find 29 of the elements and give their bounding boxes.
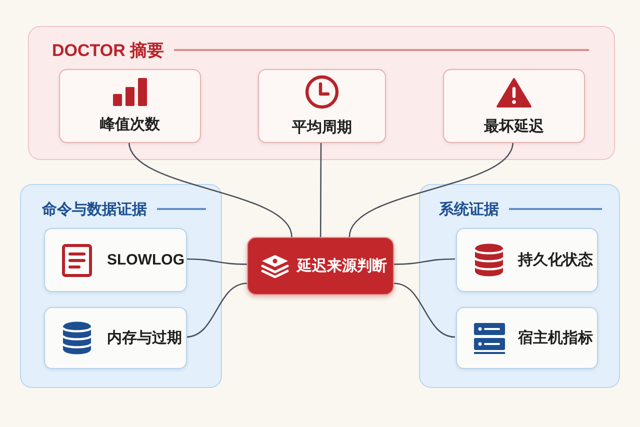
metric-card [258, 69, 386, 143]
central-node [247, 237, 394, 295]
evidence-card [456, 307, 598, 369]
node-label: 持久化状态 [518, 250, 593, 270]
metric-card [59, 69, 201, 143]
evidence-card [44, 228, 187, 292]
connector-line [394, 282, 456, 338]
section-title: DOCTOR 摘要 [52, 40, 164, 62]
connector-line [128, 142, 292, 238]
section-panel [20, 184, 222, 388]
node-label: 内存与过期 [107, 328, 182, 348]
node-label: 延迟来源判断 [297, 256, 387, 276]
section-panel [28, 26, 615, 160]
evidence-card [456, 228, 598, 292]
node-label: 平均周期 [292, 118, 352, 137]
node-label: 峰值次数 [100, 115, 160, 134]
node-label: SLOWLOG [107, 252, 184, 268]
node-label: 最坏延迟 [484, 116, 544, 136]
node-label: 宿主机指标 [518, 328, 593, 348]
section-title: 系统证据 [439, 200, 499, 218]
connector-line [348, 142, 514, 238]
connector-line [394, 258, 455, 265]
metric-card [443, 69, 585, 143]
connector-line [320, 142, 322, 237]
evidence-card [44, 307, 187, 369]
connector-line [186, 282, 248, 338]
section-panel [419, 184, 620, 388]
connector-line [186, 258, 247, 265]
section-title: 命令与数据证据 [42, 200, 147, 218]
